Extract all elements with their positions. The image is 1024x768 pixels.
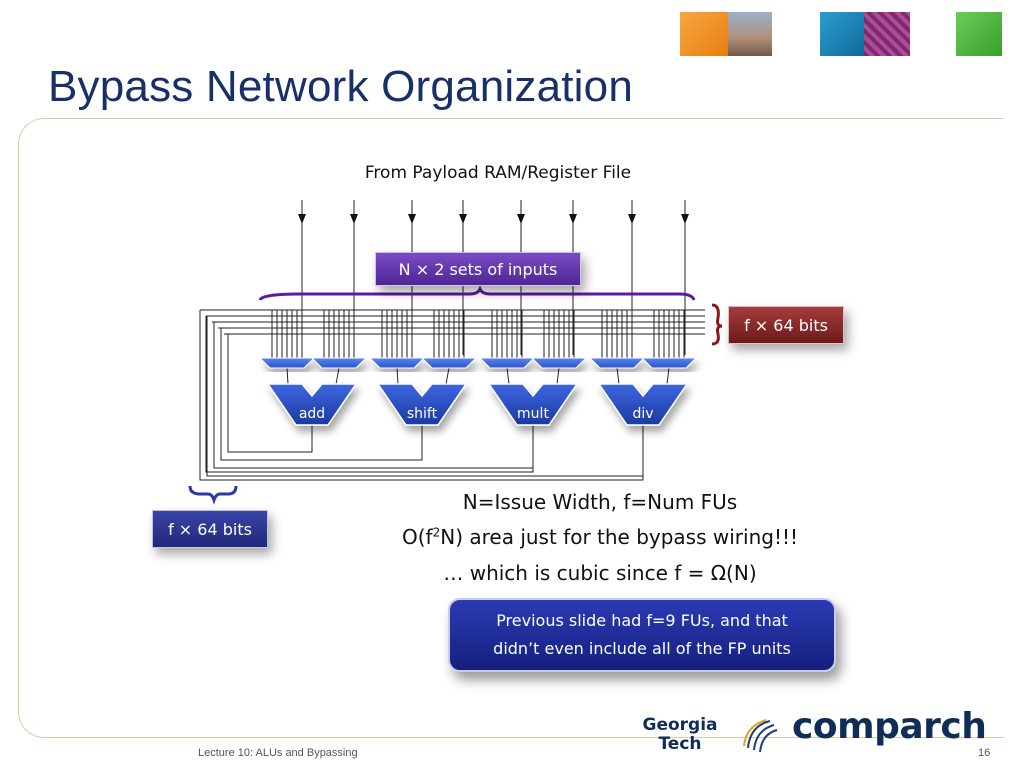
bits-label-left: f × 64 bits [152,510,268,548]
note-line-2: didn’t even include all of the FP units [493,639,791,658]
thumbnail-green [956,12,1002,56]
footer-lecture: Lecture 10: ALUs and Bypassing [198,747,358,759]
thumbnail-circuit-photo [864,12,910,56]
comparch-swirl-icon [743,719,778,753]
page-number: 16 [978,747,991,759]
mux-shape [310,357,368,369]
source-caption: From Payload RAM/Register File [364,163,632,183]
alu-div-shape [597,383,689,426]
inputs-brace [258,284,696,301]
mux-shape [640,357,698,369]
thumbnail-orange [680,12,728,56]
georgia-tech-logo: Georgia Tech [642,715,718,754]
input-arrow [681,214,689,224]
input-arrow [298,214,306,224]
bits-right-brace [711,303,723,346]
mux-shape [478,357,536,369]
slide-title: Bypass Network Organization [48,62,633,111]
mux-shape [258,357,316,369]
mux-shape [368,357,426,369]
alu-div-label: div [632,406,653,422]
area-line: O(f2N) area just for the bypass wiring!!… [402,525,798,549]
input-arrow [569,214,577,224]
thumbnail-blue [820,12,864,56]
bits-left-brace [188,485,238,505]
bits-label-right: f × 64 bits [728,306,844,344]
alu-mult-label: mult [517,406,549,422]
input-arrow [408,214,416,224]
thumbnail-building-photo [728,12,772,56]
alu-mult-shape [487,383,579,426]
alu-add-shape [266,383,358,426]
input-arrow [517,214,525,224]
mux-shape [530,357,588,369]
input-arrow [628,214,636,224]
input-arrow [459,214,467,224]
definition-line: N=Issue Width, f=Num FUs [462,490,738,514]
mux-shape [420,357,478,369]
alu-shift-label: shift [407,406,438,422]
alu-add-label: add [299,406,325,422]
cubic-line: … which is cubic since f = Ω(N) [443,561,757,585]
alu-shift-shape [376,383,468,426]
content-frame [18,118,1004,738]
note-line-1: Previous slide had f=9 FUs, and that [496,611,788,630]
note-box: Previous slide had f=9 FUs, and that did… [448,598,836,672]
inputs-label: N × 2 sets of inputs [375,252,581,286]
comparch-logo: comparch [792,706,987,747]
mux-shape [588,357,646,369]
input-arrow [350,214,358,224]
